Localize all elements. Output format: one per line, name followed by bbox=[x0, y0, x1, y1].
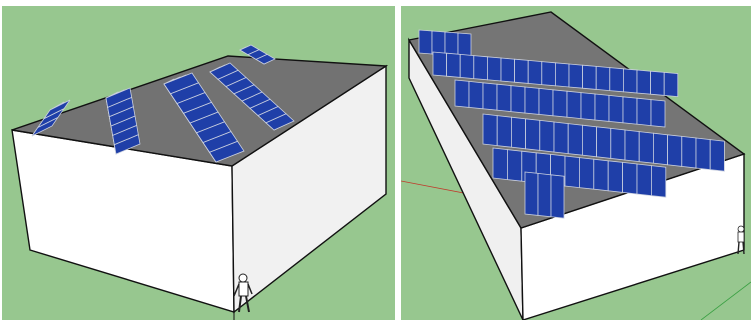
solar-panel bbox=[43, 99, 71, 120]
solar-panel bbox=[444, 31, 459, 57]
solar-panel bbox=[636, 97, 652, 127]
solar-panel bbox=[610, 127, 626, 161]
solar-panel bbox=[636, 69, 652, 95]
solar-panel bbox=[581, 124, 598, 158]
solar-panel bbox=[554, 62, 570, 88]
solar-panel bbox=[695, 137, 711, 171]
solar-panel bbox=[564, 155, 580, 189]
solar-panel bbox=[622, 68, 638, 94]
solar-panel bbox=[492, 147, 508, 181]
solar-panel bbox=[624, 129, 640, 163]
solar-panel bbox=[622, 96, 638, 125]
solar-panel bbox=[595, 65, 611, 92]
solar-panel bbox=[482, 82, 498, 111]
left-view bbox=[2, 6, 395, 320]
solar-panel bbox=[525, 118, 541, 151]
solar-panel bbox=[239, 44, 260, 56]
solar-panel bbox=[432, 51, 447, 77]
person-left bbox=[233, 273, 253, 313]
solar-panel bbox=[527, 59, 543, 86]
solar-panel bbox=[524, 171, 539, 216]
solar-panel bbox=[709, 139, 725, 172]
solar-panel bbox=[638, 131, 654, 164]
solar-panel bbox=[468, 80, 484, 110]
left-view-svg bbox=[2, 6, 395, 320]
solar-panel bbox=[537, 172, 552, 218]
solar-panel bbox=[454, 79, 470, 108]
axis-green bbox=[700, 281, 751, 320]
solar-panel bbox=[650, 165, 667, 198]
solar-panel bbox=[580, 92, 596, 121]
solar-panel bbox=[105, 87, 133, 108]
left-solar-rows bbox=[31, 44, 295, 163]
solar-panel bbox=[568, 63, 584, 89]
solar-panel bbox=[550, 174, 565, 219]
solar-panel bbox=[541, 61, 556, 87]
solar-panel bbox=[552, 89, 568, 118]
solar-panel bbox=[608, 94, 624, 124]
right-view bbox=[401, 6, 751, 320]
person-right bbox=[737, 225, 745, 255]
solar-panel bbox=[566, 90, 582, 120]
solar-panel bbox=[163, 72, 200, 95]
solar-panel bbox=[567, 123, 583, 156]
solar-panel bbox=[663, 71, 679, 98]
solar-panel bbox=[667, 134, 683, 167]
solar-panel bbox=[539, 119, 555, 153]
solar-panel bbox=[473, 55, 488, 81]
solar-panel bbox=[496, 115, 512, 148]
solar-panel bbox=[578, 157, 595, 190]
solar-panel bbox=[636, 163, 652, 197]
solar-panel bbox=[514, 58, 529, 84]
solar-panel bbox=[607, 160, 624, 193]
solar-panel bbox=[596, 126, 612, 159]
solar-panel bbox=[457, 32, 472, 58]
solar-panel bbox=[482, 113, 498, 147]
right-view-svg bbox=[401, 6, 751, 320]
solar-panel bbox=[446, 52, 461, 78]
solar-panel bbox=[594, 93, 610, 122]
solar-panel bbox=[652, 132, 669, 166]
solar-panel bbox=[500, 57, 515, 83]
solar-panel bbox=[582, 64, 597, 90]
solar-panel bbox=[650, 99, 666, 128]
solar-panel bbox=[538, 87, 554, 117]
solar-panel bbox=[681, 135, 697, 169]
solar-panel bbox=[418, 29, 433, 55]
solar-panel bbox=[431, 30, 446, 56]
solar-panel bbox=[593, 158, 609, 192]
solar-panel bbox=[459, 53, 475, 80]
solar-panel bbox=[496, 83, 512, 113]
solar-panel bbox=[553, 121, 569, 155]
solar-panel bbox=[622, 161, 638, 195]
right-solar-array bbox=[418, 29, 725, 219]
solar-panel bbox=[650, 70, 665, 96]
solar-panel bbox=[487, 56, 502, 82]
solar-panel bbox=[507, 149, 523, 182]
solar-panel bbox=[209, 62, 239, 80]
solar-panel bbox=[609, 67, 624, 93]
solar-panel bbox=[510, 85, 526, 114]
solar-panel bbox=[524, 86, 540, 115]
solar-panel bbox=[511, 116, 526, 150]
